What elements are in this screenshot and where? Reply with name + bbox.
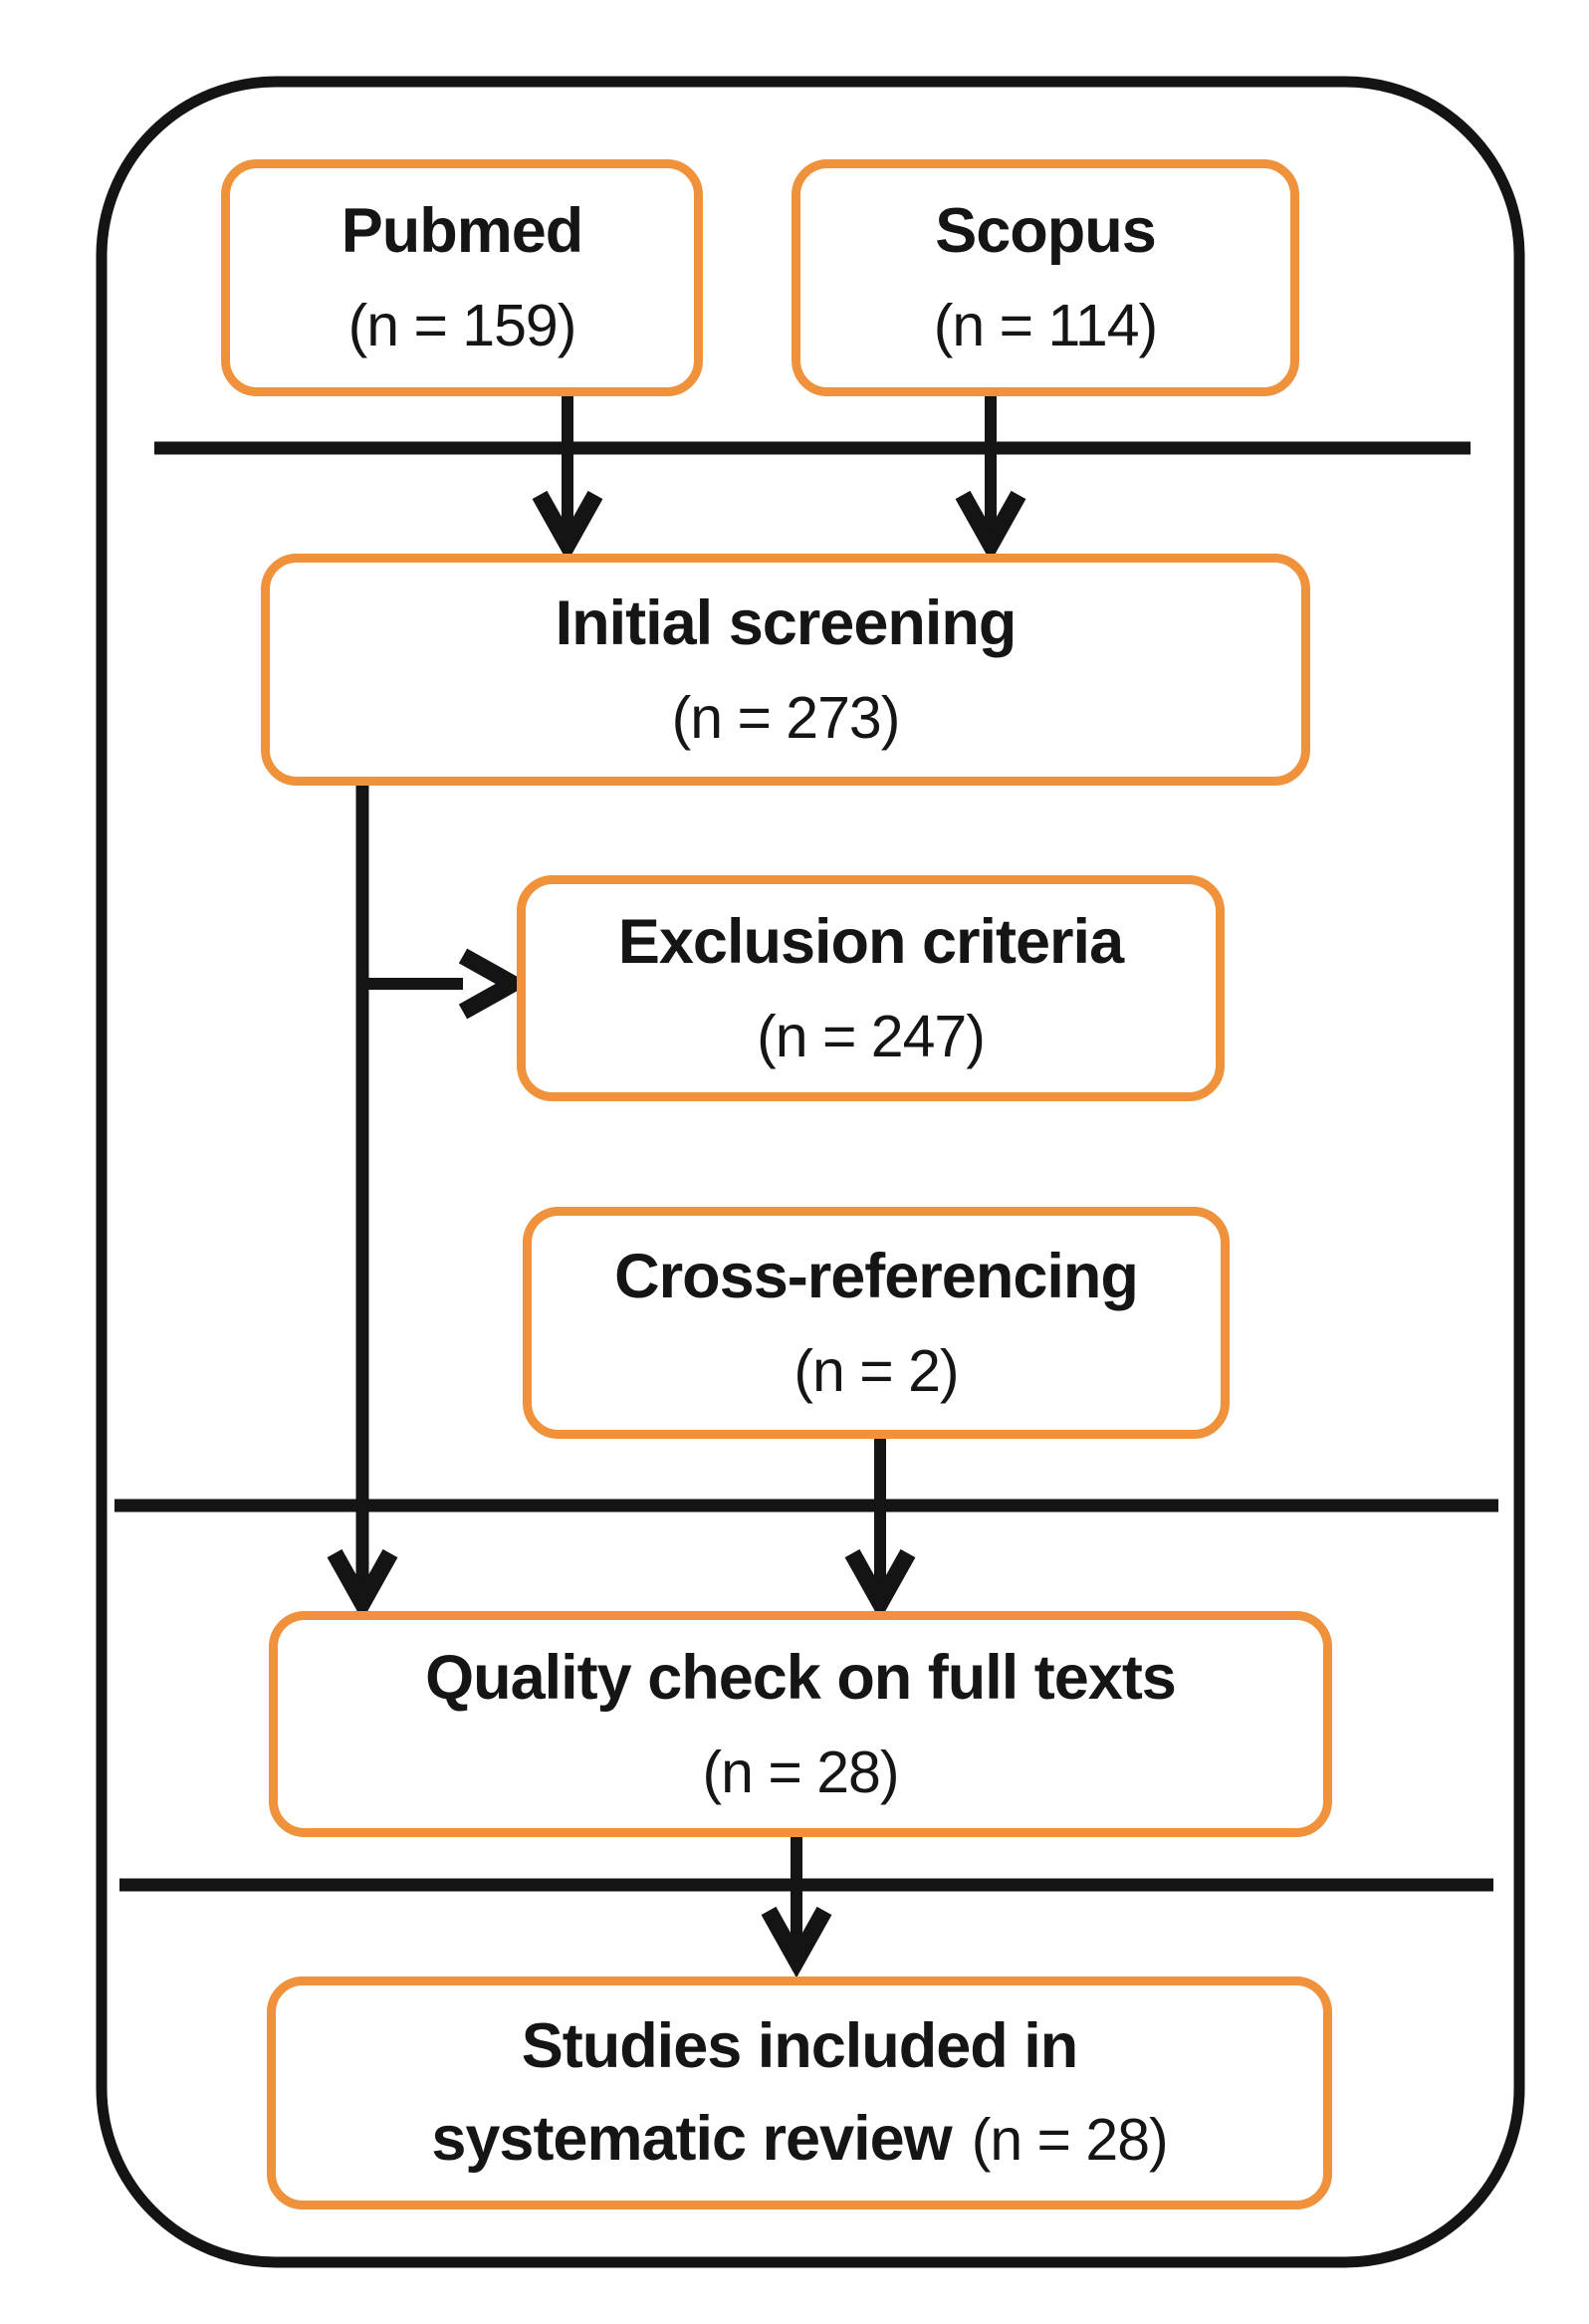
arrow-down-icon [532,490,603,563]
arrow-quality-to-studies [761,1837,832,1978]
outer-boundary [96,76,1525,2268]
arrow-down-icon [955,490,1026,563]
pubmed-count: (n = 159) [347,293,577,358]
exclusion-criteria-count: (n = 247) [757,1003,986,1069]
arrow-screening-to-exclusion [362,948,531,1020]
arrow-screening-to-quality [327,786,398,1621]
scopus-count: (n = 114) [933,293,1158,358]
studies-included-line2: systematic review (n = 28) [431,2104,1169,2174]
node-initial-screening: Initial screening (n = 273) [261,554,1310,786]
arrow-right-icon [458,948,531,1020]
studies-included-line1: Studies included in [521,2011,1079,2081]
node-studies-included: Studies included in systematic review (n… [267,1976,1332,2209]
arrow-pubmed-to-screening [532,396,603,563]
exclusion-criteria-title: Exclusion criteria [617,906,1124,977]
arrow-crossref-to-quality [844,1439,916,1621]
initial-screening-title: Initial screening [555,587,1018,658]
studies-included-line2-title: systematic review [431,2104,952,2174]
initial-screening-count: (n = 273) [671,684,901,751]
quality-check-count: (n = 28) [702,1739,900,1805]
studies-included-line2-count: (n = 28) [971,2107,1169,2173]
scopus-title: Scopus [935,196,1157,266]
node-exclusion-criteria: Exclusion criteria (n = 247) [517,875,1225,1101]
node-scopus: Scopus (n = 114) [792,159,1299,396]
cross-referencing-title: Cross-referencing [614,1241,1139,1311]
pubmed-title: Pubmed [340,196,584,266]
arrow-scopus-to-screening [955,396,1026,563]
arrow-down-icon [327,1548,398,1621]
node-quality-check: Quality check on full texts (n = 28) [269,1611,1332,1837]
arrow-down-icon [761,1906,832,1978]
node-cross-referencing: Cross-referencing (n = 2) [523,1207,1230,1439]
quality-check-title: Quality check on full texts [425,1642,1177,1713]
node-pubmed: Pubmed (n = 159) [221,159,703,396]
arrow-down-icon [844,1548,916,1621]
cross-referencing-count: (n = 2) [794,1337,959,1404]
